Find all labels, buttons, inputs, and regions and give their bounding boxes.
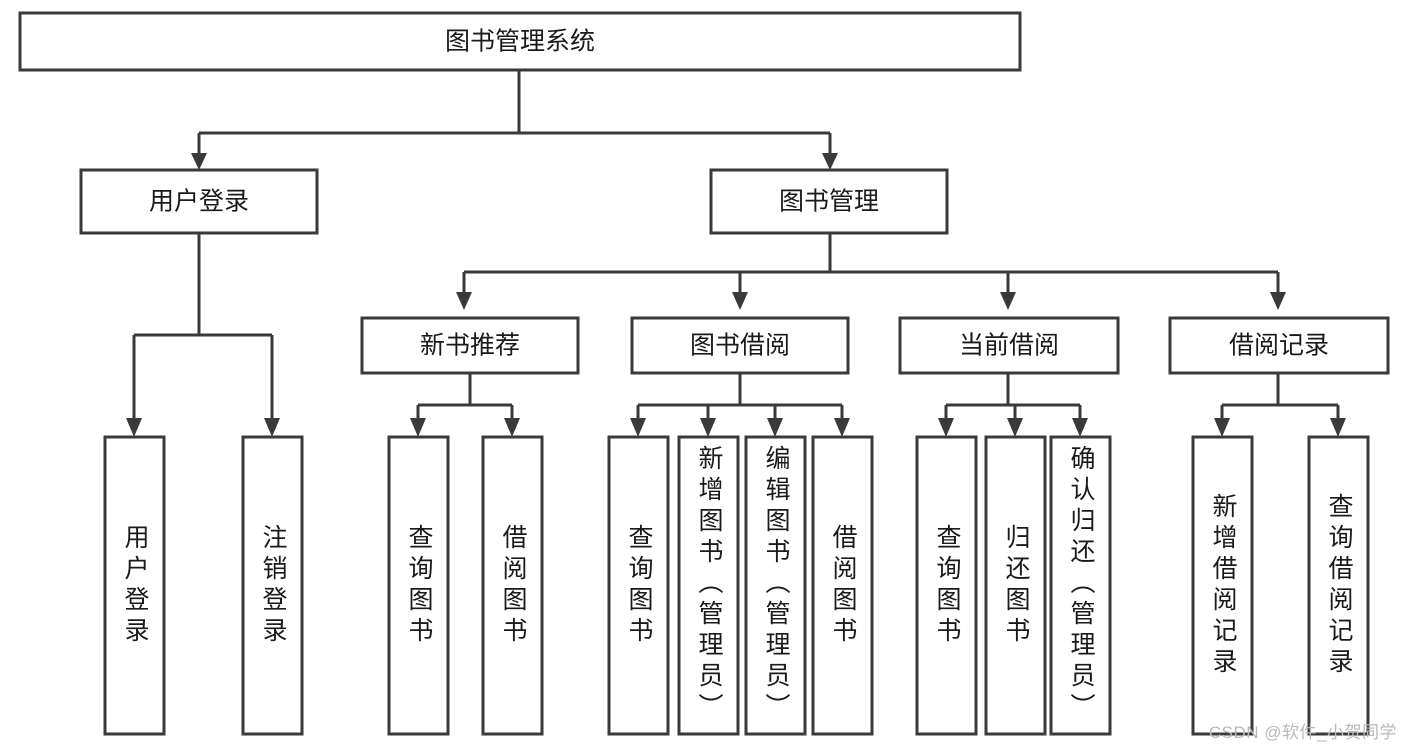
leaf-box-nb-borrow-book[interactable] <box>481 435 544 736</box>
node-box-book-manage[interactable] <box>709 168 949 235</box>
arrow-head-book-borrow <box>732 292 748 310</box>
connector-group-book-manage <box>456 233 1286 310</box>
node-box-borrow-record[interactable] <box>1168 316 1390 375</box>
leaf-box-bb-edit-book[interactable] <box>744 435 807 736</box>
leaf-box-bb-query-book[interactable] <box>607 435 670 736</box>
leaf-box-cb-query-book[interactable] <box>915 435 978 736</box>
arrow-head-leaf-bb-query <box>630 418 646 437</box>
arrow-head-borrow-record <box>1270 292 1286 310</box>
node-label-root: 图书管理系统 <box>445 28 595 56</box>
leaf-box-bb-add-book[interactable] <box>677 435 740 736</box>
arrow-head-leaf-cb-query <box>938 418 954 437</box>
arrow-head-leaf-br-add <box>1214 418 1230 437</box>
arrow-head-leaf-cb-confirm <box>1072 418 1088 437</box>
arrow-head-leaf-nb-borrow <box>504 418 520 437</box>
node-label-current-borrow: 当前借阅 <box>959 332 1059 360</box>
arrow-head-leaf-bb-edit <box>767 418 783 437</box>
csdn-watermark: CSDN @软件_小贺同学 <box>1208 723 1397 742</box>
leaf-box-cb-confirm-return[interactable] <box>1049 435 1112 736</box>
connector-borrow-record-to-leaves <box>1220 373 1340 420</box>
connector-group-root <box>191 70 838 170</box>
node-box-root[interactable] <box>18 11 1022 72</box>
node-label-borrow-record: 借阅记录 <box>1229 332 1329 360</box>
leaf-box-user-login[interactable] <box>103 435 166 736</box>
arrow-head-leaf-logout <box>264 418 280 437</box>
connector-group-user-login <box>126 233 280 437</box>
node-box-current-borrow[interactable] <box>898 316 1120 375</box>
node-label-book-manage: 图书管理 <box>779 188 879 216</box>
node-box-new-book[interactable] <box>360 316 580 375</box>
connector-group-current-borrow <box>938 373 1088 437</box>
connector-level2-to-level3 <box>462 233 1280 294</box>
leaf-box-nb-query-book[interactable] <box>387 435 450 736</box>
node-label-user-login: 用户登录 <box>149 188 249 216</box>
arrow-head-user-login <box>191 153 207 170</box>
leaf-box-br-add-record[interactable] <box>1191 435 1254 736</box>
connector-group-book-borrow <box>630 373 850 437</box>
node-label-book-borrow: 图书借阅 <box>690 332 790 360</box>
leaf-box-cb-return-book[interactable] <box>984 435 1047 736</box>
arrow-head-leaf-bb-borrow <box>834 418 850 437</box>
leaf-box-bb-borrow-book[interactable] <box>811 435 874 736</box>
arrow-head-leaf-user-login <box>126 418 142 437</box>
connector-user-login-to-leaves <box>132 233 274 420</box>
connector-root-to-level2 <box>197 70 832 155</box>
connector-current-borrow-to-leaves <box>944 373 1082 420</box>
connector-book-borrow-to-leaves <box>636 373 844 420</box>
arrow-head-leaf-br-query <box>1330 418 1346 437</box>
node-box-book-borrow[interactable] <box>630 316 850 375</box>
connector-group-new-book <box>410 373 520 437</box>
arrow-head-leaf-nb-query <box>410 418 426 437</box>
node-label-new-book: 新书推荐 <box>420 332 520 360</box>
arrow-head-book-manage <box>822 153 838 170</box>
arrow-head-leaf-bb-add <box>700 418 716 437</box>
arrow-head-current-borrow <box>1000 292 1016 310</box>
leaf-box-logout[interactable] <box>241 435 304 736</box>
connector-group-borrow-record <box>1214 373 1346 437</box>
node-box-user-login[interactable] <box>79 168 319 235</box>
connector-new-book-to-leaves <box>416 373 514 420</box>
leaf-box-br-query-record[interactable] <box>1307 435 1370 736</box>
arrow-head-new-book <box>456 292 472 310</box>
arrow-head-leaf-cb-return <box>1007 418 1023 437</box>
